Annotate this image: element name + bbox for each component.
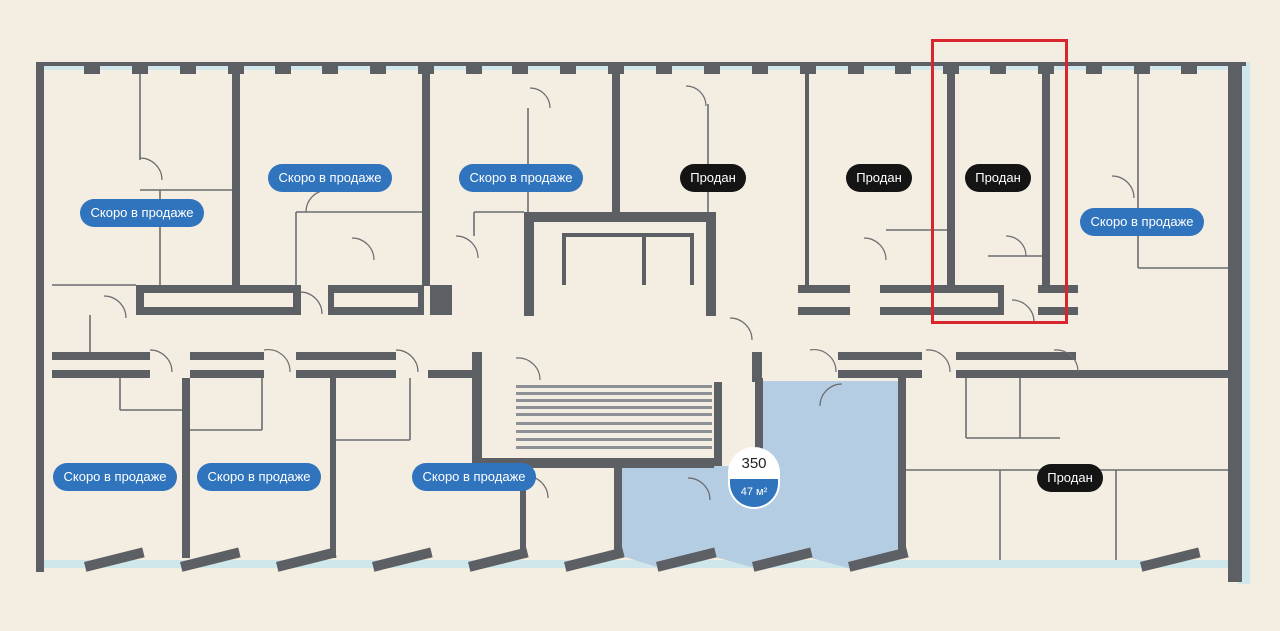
- status-badge-soon[interactable]: Скоро в продаже: [197, 463, 321, 491]
- status-badge-sold[interactable]: Продан: [965, 164, 1031, 192]
- status-badge-sold[interactable]: Продан: [680, 164, 746, 192]
- highlight-frame: [931, 39, 1068, 324]
- status-badge-soon[interactable]: Скоро в продаже: [412, 463, 536, 491]
- status-badge-soon[interactable]: Скоро в продаже: [459, 164, 583, 192]
- status-badge-sold[interactable]: Продан: [1037, 464, 1103, 492]
- status-badge-sold[interactable]: Продан: [846, 164, 912, 192]
- status-badge-soon[interactable]: Скоро в продаже: [53, 463, 177, 491]
- status-badge-soon[interactable]: Скоро в продаже: [1080, 208, 1204, 236]
- thin-partitions: [52, 74, 1228, 560]
- glazing-bottom: [36, 560, 1246, 568]
- status-badge-soon[interactable]: Скоро в продаже: [268, 164, 392, 192]
- selected-unit-label[interactable]: 350 47 м²: [730, 449, 778, 507]
- status-badge-soon[interactable]: Скоро в продаже: [80, 199, 204, 227]
- walls: [36, 62, 1246, 582]
